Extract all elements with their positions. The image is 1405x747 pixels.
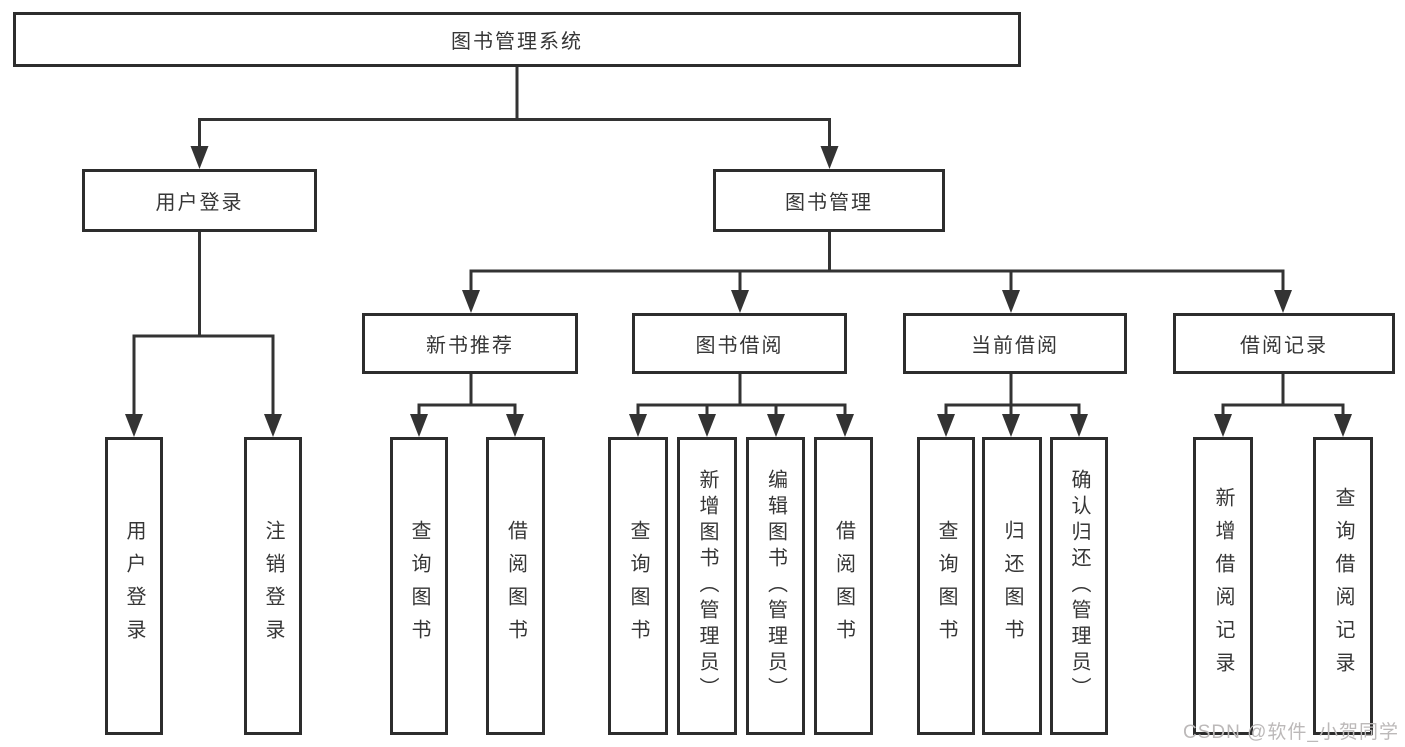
leaf-borrow-books: 借阅图书 <box>814 437 873 735</box>
leaf-add-borrow-record: 新增借阅记录 <box>1193 437 1253 735</box>
leaf-label: 用户登录 <box>123 520 145 652</box>
leaf-label: 新增图书（管理员） <box>696 469 718 703</box>
node-book-management: 图书管理 <box>713 169 945 232</box>
leaf-query-borrow-record: 查询借阅记录 <box>1313 437 1373 735</box>
connector-root-to-level2 <box>190 67 839 169</box>
node-borrow-records: 借阅记录 <box>1173 313 1395 374</box>
connector-user-login-children <box>125 232 282 437</box>
leaf-label: 注销登录 <box>262 520 284 652</box>
leaf-user-login: 用户登录 <box>105 437 163 735</box>
leaf-label: 新增借阅记录 <box>1212 487 1234 685</box>
leaf-logout-login: 注销登录 <box>244 437 302 735</box>
connector-book-management-children <box>462 232 1292 313</box>
leaf-query-books-current: 查询图书 <box>917 437 975 735</box>
leaf-edit-book-admin: 编辑图书（管理员） <box>746 437 805 735</box>
leaf-borrow-books-recommend: 借阅图书 <box>486 437 545 735</box>
leaf-label: 查询借阅记录 <box>1332 487 1354 685</box>
node-user-login: 用户登录 <box>82 169 317 232</box>
connector-current-borrow-children <box>937 374 1088 437</box>
connector-book-borrow-children <box>629 374 854 437</box>
node-new-book-recommend: 新书推荐 <box>362 313 578 374</box>
leaf-query-books-borrow: 查询图书 <box>608 437 668 735</box>
node-library-management-system: 图书管理系统 <box>13 12 1021 67</box>
leaf-add-book-admin: 新增图书（管理员） <box>677 437 737 735</box>
leaf-label: 查询图书 <box>408 520 430 652</box>
leaf-return-books: 归还图书 <box>982 437 1042 735</box>
node-label: 图书借阅 <box>695 335 784 357</box>
leaf-label: 编辑图书（管理员） <box>764 469 787 703</box>
node-label: 图书管理系统 <box>451 31 583 53</box>
leaf-query-books-recommend: 查询图书 <box>390 437 448 735</box>
csdn-watermark: CSDN @软件_小贺同学 <box>1183 722 1399 743</box>
leaf-label: 查询图书 <box>627 520 649 652</box>
node-label: 新书推荐 <box>426 335 514 357</box>
node-label: 用户登录 <box>155 192 244 214</box>
leaf-label: 归还图书 <box>1001 520 1023 652</box>
leaf-label: 查询图书 <box>935 520 957 652</box>
node-label: 借阅记录 <box>1240 335 1328 357</box>
node-book-borrow: 图书借阅 <box>632 313 847 374</box>
node-label: 当前借阅 <box>971 335 1059 357</box>
leaf-confirm-return-admin: 确认归还（管理员） <box>1050 437 1108 735</box>
leaf-label: 确认归还（管理员） <box>1068 469 1090 703</box>
node-label: 图书管理 <box>785 192 873 214</box>
connector-new-book-rec-children <box>410 374 524 437</box>
connector-borrow-records-children <box>1214 374 1352 437</box>
node-current-borrow: 当前借阅 <box>903 313 1127 374</box>
leaf-label: 借阅图书 <box>832 520 855 652</box>
leaf-label: 借阅图书 <box>504 520 527 652</box>
